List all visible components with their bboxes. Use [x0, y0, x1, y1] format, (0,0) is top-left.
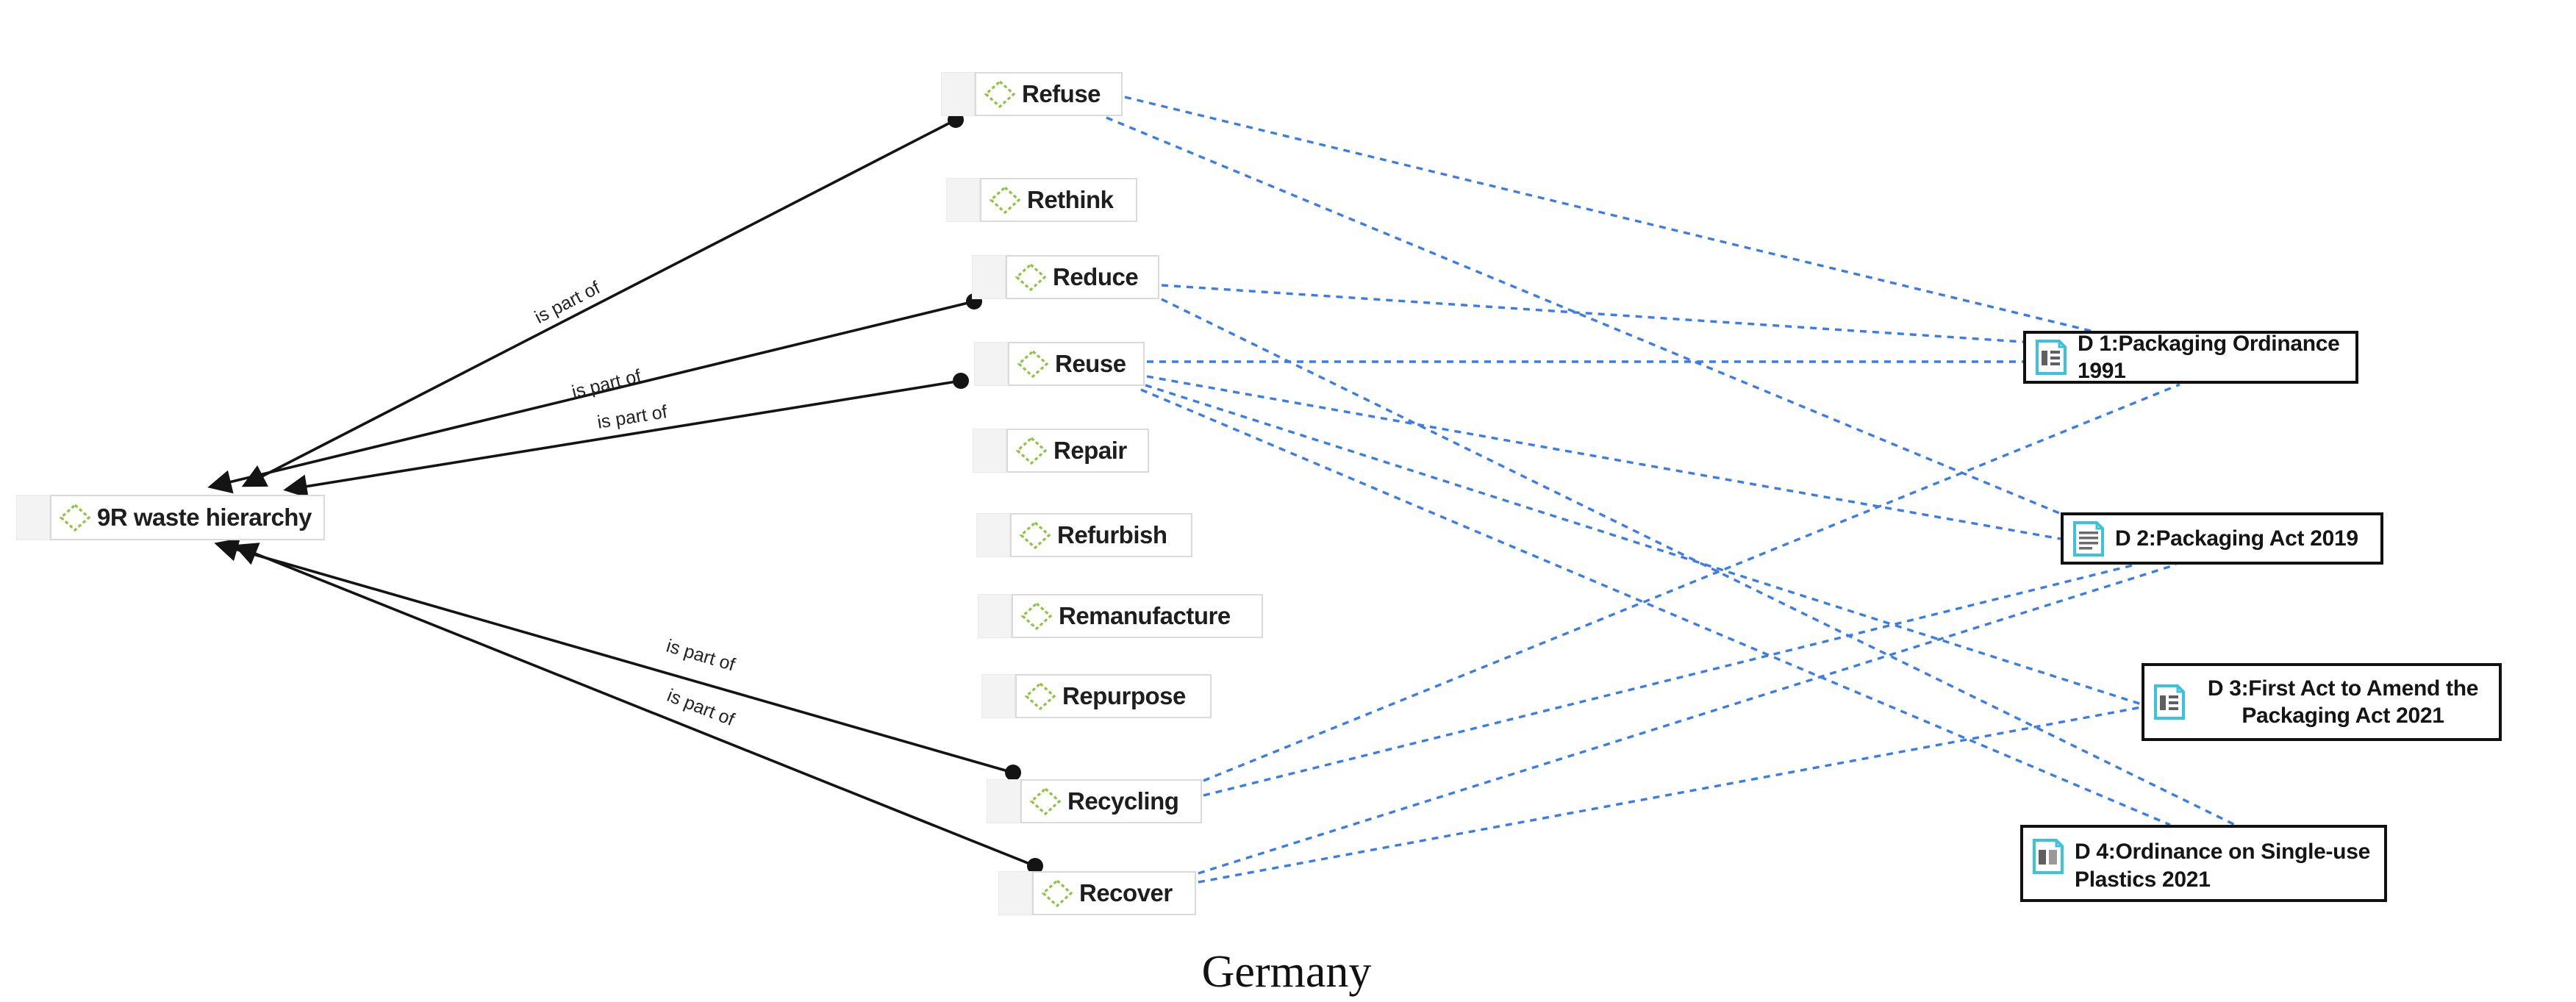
node-tab [981, 674, 1015, 718]
node-tab [941, 72, 975, 116]
node-label: 9R waste hierarchy [97, 504, 312, 531]
link-refuse-d2 [1106, 116, 2064, 516]
edge-recycling-root [214, 538, 1014, 774]
diamond-icon [1015, 262, 1047, 292]
node-label: Refurbish [1057, 521, 1167, 548]
edge-endpoint-dot [953, 373, 969, 389]
node-label: Refuse [1022, 80, 1101, 107]
diamond-icon [59, 503, 91, 532]
diamond-icon [989, 185, 1021, 215]
concept-node-rethink: Rethink [946, 178, 1137, 222]
link-reuse-d4 [1140, 388, 2171, 826]
node-tab [978, 594, 1012, 638]
concept-node-repair: Repair [973, 429, 1149, 473]
node-label: Repair [1053, 437, 1127, 464]
edge-recover-root [233, 543, 1036, 867]
diamond-icon [1019, 520, 1051, 550]
node-tab [976, 513, 1010, 557]
edge-reduce-root [207, 300, 975, 494]
report-icon [2154, 684, 2185, 720]
diamond-icon [984, 79, 1016, 109]
document-label: D 3:First Act to Amend the Packaging Act… [2207, 676, 2479, 729]
node-label: Repurpose [1062, 682, 1186, 709]
concept-node-repurpose: Repurpose [981, 674, 1212, 718]
node-label: Remanufacture [1059, 602, 1231, 629]
document-label: D 4:Ordinance on Single-use Plastics 202… [2075, 840, 2370, 892]
link-reduce-d1 [1161, 284, 2024, 343]
document-node-d2: D 2:Packaging Act 2019 [2061, 512, 2383, 565]
figure-caption: Germany [1201, 947, 1372, 997]
document-node-d1: D 1:Packaging Ordinance 1991 [2023, 331, 2358, 384]
concept-node-reduce: Reduce [972, 255, 1159, 299]
node-tab [987, 779, 1020, 823]
node-label: Rethink [1027, 186, 1114, 213]
node-label: Reduce [1053, 263, 1139, 290]
link-recycling-d2 [1203, 563, 2136, 797]
diamond-icon [1020, 601, 1053, 631]
concept-node-recycling: Recycling [987, 779, 1202, 823]
node-tab [16, 495, 50, 540]
diamond-icon [1015, 436, 1048, 465]
node-tab [972, 255, 1006, 299]
node-label: Reuse [1055, 350, 1126, 377]
diamond-icon [1017, 349, 1049, 379]
concept-node-refuse: Refuse [941, 72, 1123, 116]
document-label: D 1:Packaging Ordinance 1991 [2078, 331, 2340, 384]
document-node-d3: D 3:First Act to Amend the Packaging Act… [2142, 663, 2502, 741]
link-reuse-d2 [1146, 375, 2061, 540]
link-recover-d2 [1198, 563, 2177, 875]
concept-node-remanufacture: Remanufacture [978, 594, 1263, 638]
diamond-icon [1024, 681, 1056, 711]
concept-node-9r-waste-hierarchy: 9R waste hierarchy [16, 495, 325, 540]
report-icon [2036, 340, 2067, 375]
concept-node-refurbish: Refurbish [976, 513, 1192, 557]
concept-node-reuse: Reuse [974, 342, 1145, 386]
link-refuse-d1 [1124, 96, 2097, 334]
edge-refuse-root [241, 118, 956, 487]
node-label: Recover [1079, 879, 1173, 906]
node-tab [974, 342, 1008, 386]
link-reuse-d3 [1145, 384, 2142, 706]
document-node-d4: D 4:Ordinance on Single-use Plastics 202… [2020, 825, 2387, 902]
concept-node-recover: Recover [998, 871, 1196, 915]
link-recycling-d1 [1203, 383, 2180, 782]
node-tab [946, 178, 980, 222]
node-tab [998, 871, 1032, 915]
report-icon [2033, 839, 2064, 874]
edge-endpoint-dot [1005, 765, 1021, 781]
link-recover-d3 [1198, 706, 2142, 884]
diamond-icon [1041, 878, 1073, 908]
node-label: Recycling [1067, 787, 1179, 815]
diamond-icon [1029, 787, 1062, 816]
edge-reuse-root [283, 379, 962, 498]
document-text-icon [2073, 520, 2104, 557]
document-label: D 2:Packaging Act 2019 [2115, 526, 2358, 551]
edge-endpoint-dot [1027, 858, 1043, 874]
node-tab [973, 429, 1006, 473]
